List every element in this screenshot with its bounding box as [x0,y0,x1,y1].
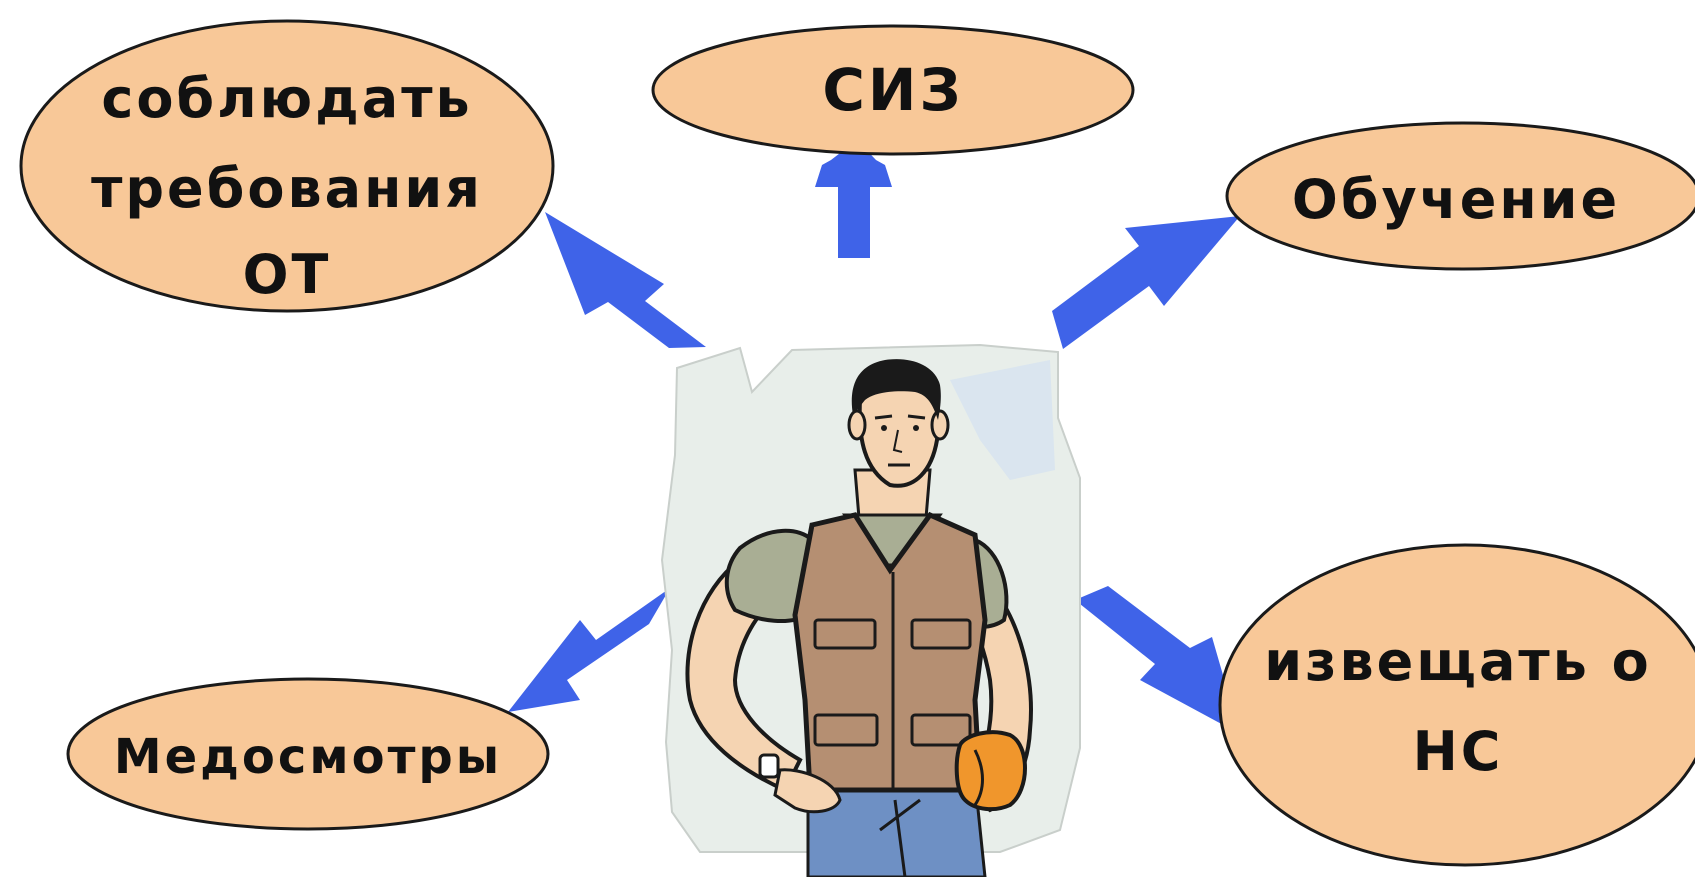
bubble-shape [651,24,1135,156]
bubble-shape [66,677,550,831]
bubble-shape [1218,543,1695,867]
node-requirements: соблюдать требования ОТ [19,19,555,313]
node-requirements-line-2: требования [91,157,483,220]
hard-hat-icon [954,730,1027,812]
vest-pocket [813,618,877,650]
arrow-up-right [1052,216,1240,349]
arrow-down-left [508,588,670,712]
node-report-line-2: НС [1413,720,1504,783]
node-medical: Медосмотры [66,677,550,831]
node-training: Обучение [1225,121,1695,271]
node-ppe: СИЗ [651,24,1135,156]
vest-pocket [910,618,972,650]
vest-pocket [813,713,879,747]
paper-shade [950,360,1055,480]
arrow-down-right [1075,586,1240,734]
bubble-shape [1225,121,1695,271]
left-hand [773,768,842,814]
node-report: извещать о НС [1218,543,1695,867]
node-requirements-line-3: ОТ [243,243,332,306]
arrows [508,140,1240,734]
node-medical-label: Медосмотры [114,729,502,785]
node-ppe-label: СИЗ [822,56,963,124]
arrow-up-left [545,212,706,348]
bubble-shape [19,19,555,313]
arrow-up [815,140,892,258]
construction-worker-icon [660,343,1081,877]
hair [851,359,941,420]
vest-pocket [910,713,972,747]
node-requirements-line-1: соблюдать [101,67,472,130]
node-report-line-1: извещать о [1264,630,1652,693]
left-sleeve [724,528,815,623]
watch-icon [758,753,780,779]
node-training-label: Обучение [1292,168,1620,231]
vest [792,511,988,793]
